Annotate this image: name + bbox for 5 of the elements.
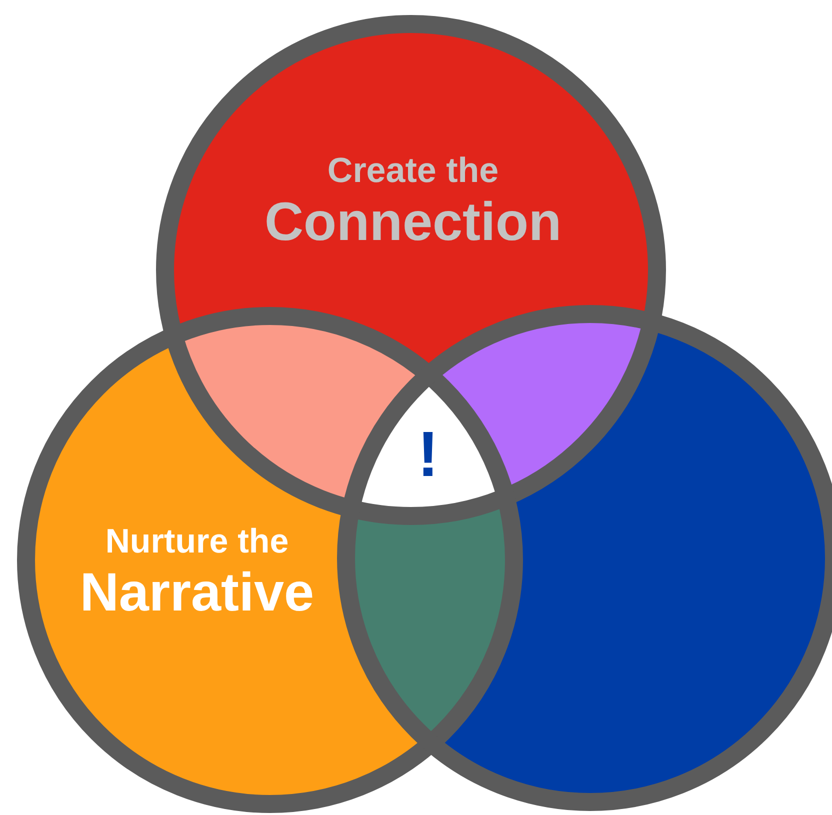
circle-title: Connection	[264, 191, 562, 254]
circle-subtitle: Create the	[327, 150, 499, 192]
circle-title: Narrative	[80, 562, 314, 624]
circle-subtitle: Nurture the	[105, 522, 289, 562]
exclamation-mark: !	[417, 418, 439, 492]
